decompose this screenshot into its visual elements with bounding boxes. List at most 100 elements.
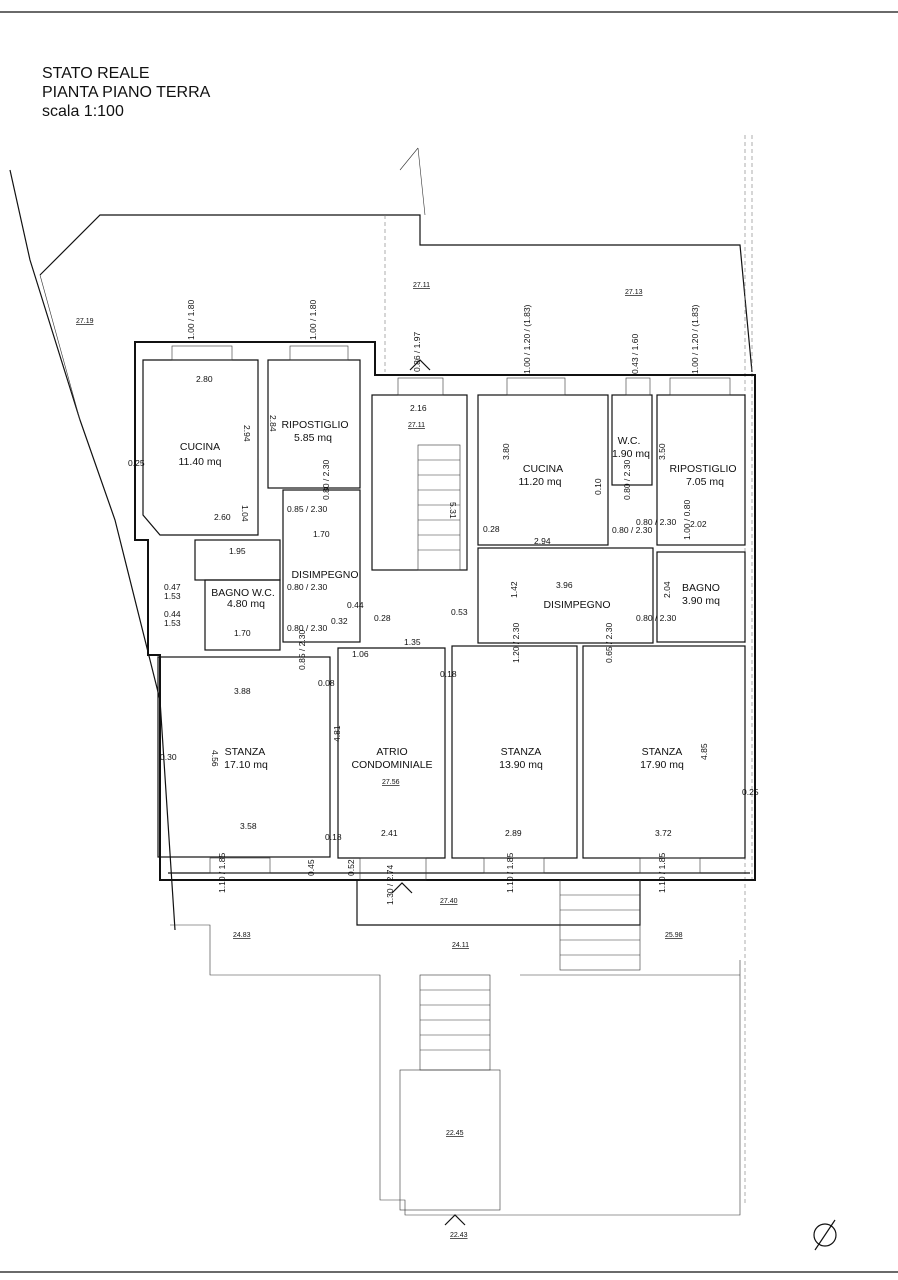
level-mark: 27.40	[440, 898, 458, 905]
room-name-bagno-right: BAGNO	[682, 582, 720, 594]
dim-label: 4.56	[210, 750, 220, 767]
door-label: 0.80 / 2.30	[321, 460, 331, 500]
room-area-wc-right: 1.90 mq	[612, 448, 650, 460]
room-name-cucina-right: CUCINA	[523, 463, 563, 475]
north-arrow-icon	[813, 1219, 837, 1251]
room-area-stanza-right: 17.90 mq	[640, 759, 684, 771]
door-label: 0.80 / 2.30	[636, 517, 676, 527]
door-label: 1.20 / 2.30	[511, 623, 521, 663]
room-name-disimpegno-right: DISIMPEGNO	[543, 599, 610, 611]
room-name-stanza-left: STANZA	[225, 746, 266, 758]
dim-label: 0.47	[164, 582, 181, 592]
room-area-bagno-wc: 4.80 mq	[227, 598, 265, 610]
door-label: 0.80 / 2.30	[612, 525, 652, 535]
dim-label: 2.84	[268, 415, 278, 432]
room-name-bagno-wc: BAGNO W.C.	[211, 587, 275, 599]
dim-label: 0.32	[331, 616, 348, 626]
dim-label: 0.18	[440, 669, 457, 679]
title-line-scale: scala 1:100	[42, 103, 124, 120]
room-area-stanza-mid: 13.90 mq	[499, 759, 543, 771]
dim-label: 3.50	[657, 443, 667, 460]
door-label: 0.80 / 2.30	[622, 460, 632, 500]
room-area-ripostiglio-left: 5.85 mq	[294, 432, 332, 444]
dim-label: 0.52	[346, 859, 356, 876]
door-label: 0.65 / 2.30	[604, 623, 614, 663]
room-name-stanza-mid: STANZA	[501, 746, 542, 758]
dim-label: 0.08	[318, 678, 335, 688]
entrance-arrow-icon	[391, 359, 466, 1226]
dim-label: 1.42	[509, 581, 519, 598]
dimension-labels: 2.80 2.94 2.60 0.25 1.04 2.84 1.70 1.95 …	[128, 374, 759, 876]
dim-label: 3.58	[240, 821, 257, 831]
dim-label: 1.06	[352, 649, 369, 659]
level-mark: 24.83	[233, 932, 251, 939]
site-boundary	[9, 135, 753, 1205]
level-mark: 25.98	[665, 932, 683, 939]
dim-label: 4.81	[332, 725, 342, 742]
room-name-wc-right: W.C.	[618, 435, 641, 447]
room-name-disimpegno-left: DISIMPEGNO	[291, 569, 358, 581]
dim-label: 0.25	[742, 787, 759, 797]
level-mark: 22.43	[450, 1232, 468, 1239]
level-mark: 27.56	[382, 779, 400, 786]
window-label: 1.00 / 1.20 / (1.83)	[690, 304, 700, 374]
dim-label: 2.02	[690, 519, 707, 529]
window-label: 1.10 / 1.85	[217, 853, 227, 893]
room-area-cucina-left: 11.40 mq	[179, 456, 222, 468]
dim-label: 0.30	[160, 752, 177, 762]
staircase-interior	[417, 444, 461, 571]
dim-label: 0.25	[128, 458, 145, 468]
dim-label: 1.53	[164, 618, 181, 628]
room-name-stanza-right: STANZA	[642, 746, 683, 758]
dim-label: 2.16	[410, 403, 427, 413]
dim-label: 1.53	[164, 591, 181, 601]
courtyard	[170, 879, 741, 1216]
level-labels: 27.19 27.11 27.13 27.11 27.56 27.40 24.8…	[76, 282, 683, 1239]
dim-label: 2.41	[381, 828, 398, 838]
door-label: 0.80 / 2.30	[636, 613, 676, 623]
dim-label: 0.28	[483, 524, 500, 534]
room-name-cucina-left: CUCINA	[180, 441, 220, 453]
dim-label: 0.10	[593, 478, 603, 495]
room-name-atrio: ATRIO	[376, 746, 407, 758]
room-area-ripostiglio-right: 7.05 mq	[686, 476, 724, 488]
opening-labels: 1.00 / 1.80 1.00 / 1.80 0.86 / 1.97 1.00…	[186, 300, 700, 905]
dim-label: 0.28	[374, 613, 391, 623]
level-mark: 27.19	[76, 318, 94, 325]
title-line-status: STATO REALE	[42, 65, 150, 82]
window-label: 1.00 / 1.80	[308, 300, 318, 340]
door-label: 1.00 / 0.80	[682, 500, 692, 540]
dim-label: 0.18	[325, 832, 342, 842]
door-label: 0.86 / 1.97	[412, 332, 422, 372]
room-area-bagno-right: 3.90 mq	[682, 595, 720, 607]
dim-label: 3.80	[501, 443, 511, 460]
dim-label: 0.53	[451, 607, 468, 617]
dim-label: 0.44	[347, 600, 364, 610]
room-area-cucina-right: 11.20 mq	[519, 476, 562, 488]
dim-label: 2.04	[662, 581, 672, 598]
dim-label: 1.70	[234, 628, 251, 638]
dim-label: 2.94	[534, 536, 551, 546]
room-area-stanza-left: 17.10 mq	[224, 759, 268, 771]
door-label: 1.30 / 2.74	[385, 865, 395, 905]
door-label: 0.85 / 2.30	[287, 504, 327, 514]
dim-label: 0.44	[164, 609, 181, 619]
window-niches	[171, 345, 731, 881]
window-label: 1.00 / 1.20 / (1.83)	[522, 304, 532, 374]
room-name-ripostiglio-left: RIPOSTIGLIO	[281, 419, 348, 431]
door-label: 0.85 / 2.30	[297, 630, 307, 670]
room-name-condominiale: CONDOMINIALE	[351, 759, 432, 771]
dim-label: 1.70	[313, 529, 330, 539]
level-mark: 27.11	[413, 282, 430, 289]
dim-label: 1.95	[229, 546, 246, 556]
drawing-title-block: STATO REALE PIANTA PIANO TERRA scala 1:1…	[42, 64, 210, 121]
window-label: 1.00 / 1.80	[186, 300, 196, 340]
dim-label: 1.35	[404, 637, 421, 647]
window-label: 1.10 / 1.85	[505, 853, 515, 893]
dim-label: 3.88	[234, 686, 251, 696]
door-label: 0.80 / 2.30	[287, 623, 327, 633]
room-name-ripostiglio-right: RIPOSTIGLIO	[669, 463, 736, 475]
dim-label: 5.31	[448, 502, 458, 519]
window-label: 0.43 / 1.60	[630, 334, 640, 374]
